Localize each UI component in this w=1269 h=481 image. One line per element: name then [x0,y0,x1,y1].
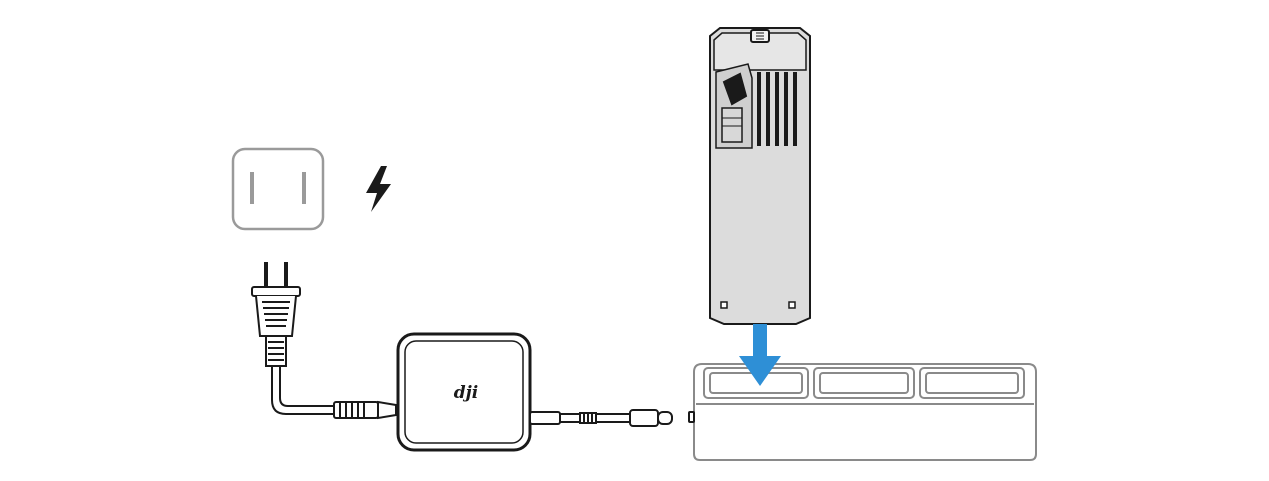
battery-vents [757,72,797,146]
ac-cable [271,366,334,415]
down-arrow-icon [739,324,781,386]
hub-slot-3 [919,367,1025,399]
usb-c-cable [529,409,673,427]
battery [709,27,811,325]
lightning-icon [366,166,391,212]
charging-hub [688,363,1037,461]
power-adapter: dji [396,332,532,452]
wall-outlet-icon [231,147,325,231]
battery-release-latch [715,63,753,149]
adapter-logo: dji [454,383,479,403]
cable-strain-relief [333,400,397,420]
plug-icon [251,262,301,367]
hub-slot-2 [813,367,915,399]
